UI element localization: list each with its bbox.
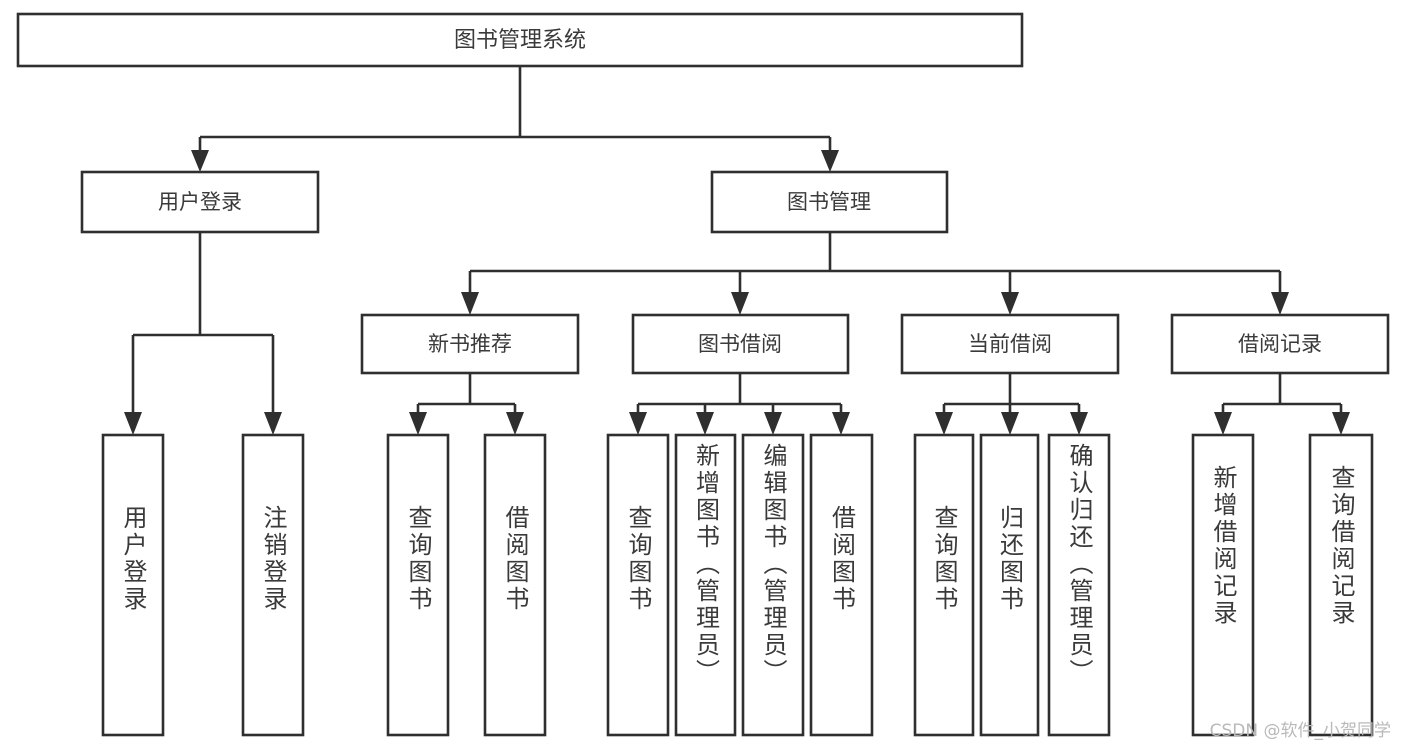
arrow-jyjl-leaf2 <box>1332 412 1350 435</box>
node-root-box[interactable] <box>16 12 1024 68</box>
arrow-to-book-mgmt <box>821 150 839 172</box>
leaf-box-tsjy-add-book-admin[interactable] <box>674 433 737 737</box>
leaf-box-user-login[interactable] <box>101 433 165 737</box>
arrow-jyjl-leaf1 <box>1214 412 1232 435</box>
node-new-book-rec-box[interactable] <box>360 313 580 375</box>
node-book-borrow-label: 图书借阅 <box>698 332 782 356</box>
leaf-box-dqjy-return-book[interactable] <box>979 433 1040 737</box>
leaf-box-dqjy-query-book[interactable] <box>913 433 975 737</box>
leaf-box-tsjy-borrow-book[interactable] <box>809 433 874 737</box>
connector-layer <box>124 66 1350 435</box>
leaf-box-tsjy-query-book[interactable] <box>606 433 670 737</box>
arrow-to-new-book-rec <box>461 292 479 315</box>
arrow-tsjy-leaf3 <box>764 412 782 435</box>
node-root-label: 图书管理系统 <box>454 28 586 53</box>
node-current-borrow-box[interactable] <box>900 313 1120 375</box>
arrow-to-logout-leaf <box>264 412 282 435</box>
leaf-box-nbr-borrow-book[interactable] <box>483 433 547 737</box>
arrow-nbr-leaf1 <box>409 412 427 435</box>
arrow-to-book-borrow <box>731 292 749 315</box>
node-book-mgmt-box[interactable] <box>710 170 949 234</box>
node-borrow-record-label: 借阅记录 <box>1238 332 1322 356</box>
arrow-tsjy-leaf1 <box>629 412 647 435</box>
arrow-nbr-leaf2 <box>506 412 524 435</box>
node-book-mgmt-label: 图书管理 <box>787 190 871 214</box>
arrow-dqjy-leaf3 <box>1070 412 1088 435</box>
node-book-borrow-box[interactable] <box>631 313 850 375</box>
node-current-borrow-label: 当前借阅 <box>968 332 1052 356</box>
arrow-dqjy-leaf1 <box>935 412 953 435</box>
leaf-box-logout[interactable] <box>241 433 305 737</box>
arrow-to-current-borrow <box>1001 292 1019 315</box>
arrow-tsjy-leaf2 <box>696 412 714 435</box>
node-borrow-record-box[interactable] <box>1170 313 1390 375</box>
node-user-login-box[interactable] <box>80 170 320 234</box>
arrow-dqjy-leaf2 <box>1001 412 1019 435</box>
arrow-to-borrow-record <box>1271 292 1289 315</box>
leaf-box-jyjl-add-record[interactable] <box>1191 433 1255 737</box>
arrow-tsjy-leaf4 <box>832 412 850 435</box>
leaf-box-nbr-query-book[interactable] <box>386 433 450 737</box>
arrow-to-user-login-leaf <box>124 412 142 435</box>
node-user-login-label: 用户登录 <box>158 190 242 214</box>
node-new-book-rec-label: 新书推荐 <box>428 332 512 356</box>
node-layer: 图书管理系统 用户登录 图书管理 新书推荐 图书借阅 当前借阅 借阅记录 <box>16 12 1390 737</box>
arrow-to-user-login <box>191 150 209 172</box>
leaf-box-dqjy-confirm-return-admin[interactable] <box>1047 433 1111 737</box>
leaf-box-tsjy-edit-book-admin[interactable] <box>741 433 805 737</box>
leaf-box-jyjl-query-record[interactable] <box>1308 433 1374 737</box>
